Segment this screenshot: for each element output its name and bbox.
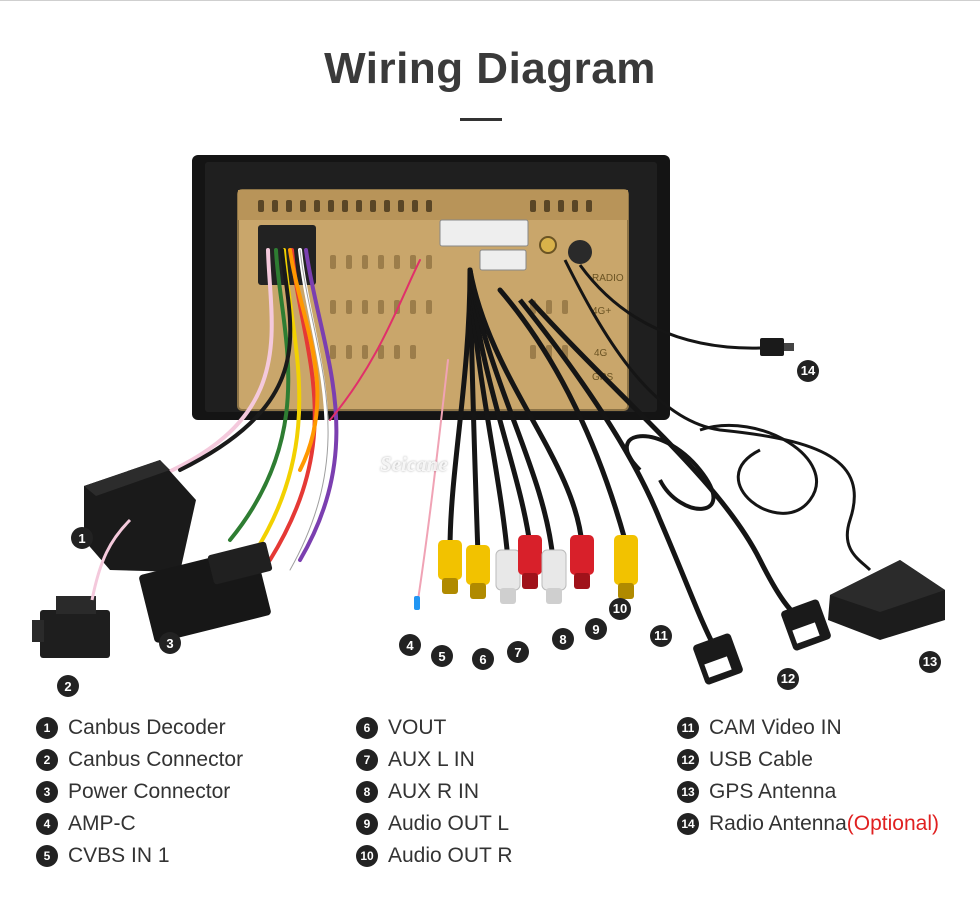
legend-item-radio-antenna: 14 Radio Antenna (Optional) [677, 808, 939, 840]
callout-1: 1 [71, 527, 93, 549]
legend-item-aux-r-in: 8 AUX R IN [356, 776, 513, 808]
legend-badge: 3 [36, 781, 58, 803]
legend-item-gps-antenna: 13 GPS Antenna [677, 776, 939, 808]
legend-column-3: 11 CAM Video IN 12 USB Cable 13 GPS Ante… [677, 712, 939, 840]
svg-text:12: 12 [781, 671, 795, 686]
legend-item-canbus-decoder: 1 Canbus Decoder [36, 712, 243, 744]
legend-label: Audio OUT R [388, 844, 513, 867]
callout-11: 11 [650, 625, 672, 647]
legend-badge: 14 [677, 813, 699, 835]
power-connector [139, 541, 273, 643]
callout-7: 7 [507, 641, 529, 663]
svg-text:5: 5 [438, 649, 445, 664]
usb-cables [518, 298, 831, 685]
callout-12: 12 [777, 668, 799, 690]
wiring-illustration: RADIO 4G+ 4G GPS [32, 155, 945, 697]
legend-label: Audio OUT L [388, 812, 510, 835]
optional-note: (Optional) [846, 812, 939, 835]
legend-label: VOUT [388, 716, 447, 739]
svg-text:10: 10 [613, 601, 627, 616]
legend-item-usb-cable: 12 USB Cable [677, 744, 939, 776]
legend-badge: 2 [36, 749, 58, 771]
legend-badge: 12 [677, 749, 699, 771]
callout-4: 4 [399, 634, 421, 656]
legend-badge: 4 [36, 813, 58, 835]
callout-8: 8 [552, 628, 574, 650]
svg-text:6: 6 [479, 652, 486, 667]
legend-badge: 10 [356, 845, 378, 867]
svg-text:9: 9 [592, 622, 599, 637]
legend-label: CAM Video IN [709, 716, 842, 739]
legend-badge: 7 [356, 749, 378, 771]
rca-plugs [414, 535, 638, 610]
legend-item-amp-c: 4 AMP-C [36, 808, 243, 840]
callout-13: 13 [919, 651, 941, 673]
svg-text:7: 7 [514, 645, 521, 660]
4g-plus-port-label: 4G+ [592, 306, 611, 317]
svg-text:1: 1 [78, 531, 85, 546]
legend-label: CVBS IN 1 [68, 844, 170, 867]
legend-badge: 11 [677, 717, 699, 739]
legend-label: AUX R IN [388, 780, 480, 803]
legend-badge: 1 [36, 717, 58, 739]
callout-badges: 1 2 3 4 5 6 7 8 9 10 11 12 13 14 [57, 360, 941, 697]
legend-badge: 6 [356, 717, 378, 739]
4g-port-label: 4G [594, 348, 608, 359]
legend-item-cam-video-in: 11 CAM Video IN [677, 712, 939, 744]
legend-item-audio-out-l: 9 Audio OUT L [356, 808, 513, 840]
callout-5: 5 [431, 645, 453, 667]
svg-text:4: 4 [406, 638, 414, 653]
callout-2: 2 [57, 675, 79, 697]
top-divider [0, 0, 980, 1]
legend-badge: 9 [356, 813, 378, 835]
svg-text:13: 13 [923, 654, 937, 669]
legend-label: USB Cable [709, 748, 813, 771]
legend-item-power-connector: 3 Power Connector [36, 776, 243, 808]
legend-item-canbus-connector: 2 Canbus Connector [36, 744, 243, 776]
svg-text:2: 2 [64, 679, 71, 694]
svg-text:14: 14 [801, 363, 816, 378]
callout-9: 9 [585, 618, 607, 640]
svg-text:8: 8 [559, 632, 566, 647]
svg-text:3: 3 [166, 636, 173, 651]
gps-antenna [563, 259, 945, 640]
legend-column-1: 1 Canbus Decoder 2 Canbus Connector 3 Po… [36, 712, 243, 872]
legend-label: Power Connector [68, 780, 231, 803]
callout-6: 6 [472, 648, 494, 670]
power-harness-wires [148, 248, 421, 572]
legend-badge: 8 [356, 781, 378, 803]
title-underline [460, 118, 502, 121]
radio-antenna [578, 264, 794, 356]
legend-label: Radio Antenna [709, 812, 847, 835]
legend-badge: 13 [677, 781, 699, 803]
legend-label: GPS Antenna [709, 780, 837, 803]
svg-text:11: 11 [654, 628, 668, 643]
legend-label: AUX L IN [388, 748, 475, 771]
legend-item-vout: 6 VOUT [356, 712, 513, 744]
legend-column-2: 6 VOUT 7 AUX L IN 8 AUX R IN 9 Audio OUT… [356, 712, 513, 872]
legend-item-audio-out-r: 10 Audio OUT R [356, 840, 513, 872]
rca-cables [417, 267, 628, 601]
legend-label: Canbus Connector [68, 748, 244, 771]
callout-3: 3 [159, 632, 181, 654]
legend-label: Canbus Decoder [68, 716, 226, 739]
legend-item-aux-l-in: 7 AUX L IN [356, 744, 513, 776]
legend-label: AMP-C [68, 812, 136, 835]
radio-port-label: RADIO [592, 273, 624, 284]
canbus-connector [32, 518, 132, 658]
watermark-logo: Seicane [380, 452, 448, 476]
page-title: Wiring Diagram [324, 44, 656, 93]
legend-item-cvbs-in-1: 5 CVBS IN 1 [36, 840, 243, 872]
canbus-decoder [84, 460, 196, 572]
callout-14: 14 [797, 360, 819, 382]
callout-10: 10 [609, 598, 631, 620]
legend-badge: 5 [36, 845, 58, 867]
